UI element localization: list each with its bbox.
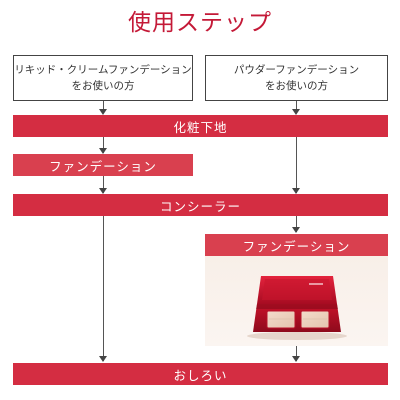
step-powder-bar: おしろい bbox=[13, 363, 388, 385]
start-box-powder-line1: パウダーファンデーション bbox=[233, 64, 360, 76]
arrow-down-icon bbox=[292, 356, 300, 362]
compact-powder-icon bbox=[205, 256, 388, 346]
connector-line-left-2 bbox=[103, 137, 104, 153]
arrow-down-icon bbox=[99, 356, 107, 362]
start-box-liquid-cream: リキッド・クリームファンデーション をお使いの方 bbox=[13, 55, 193, 101]
connector-line-right-3 bbox=[296, 216, 297, 232]
step-primer-label: 化粧下地 bbox=[173, 119, 228, 135]
start-box-powder-line2: をお使いの方 bbox=[265, 80, 328, 92]
start-box-liquid-cream-line2: をお使いの方 bbox=[71, 80, 135, 92]
arrow-down-icon bbox=[99, 148, 107, 154]
connector-line-left-1 bbox=[103, 101, 104, 113]
start-box-liquid-cream-line1: リキッド・クリームファンデーション bbox=[14, 64, 192, 76]
step-right-foundation-label: ファンデーション bbox=[242, 238, 351, 254]
product-image-panel bbox=[205, 256, 388, 346]
connector-line-right-1 bbox=[296, 101, 297, 113]
connector-line-right-4 bbox=[296, 346, 297, 361]
step-right-foundation-bar: ファンデーション bbox=[205, 234, 388, 256]
step-concealer-bar: コンシーラー bbox=[13, 194, 388, 216]
step-left-foundation-label: ファンデーション bbox=[49, 158, 157, 174]
arrow-down-icon bbox=[99, 109, 107, 115]
connector-line-right-2 bbox=[296, 137, 297, 193]
connector-line-left-4 bbox=[103, 216, 104, 361]
step-left-foundation-bar: ファンデーション bbox=[13, 154, 193, 176]
arrow-down-icon bbox=[292, 109, 300, 115]
step-primer-bar: 化粧下地 bbox=[13, 115, 388, 137]
start-box-powder: パウダーファンデーション をお使いの方 bbox=[205, 55, 388, 101]
connector-line-left-3 bbox=[103, 176, 104, 193]
arrow-down-icon bbox=[99, 188, 107, 194]
step-powder-label: おしろい bbox=[173, 367, 228, 383]
step-concealer-label: コンシーラー bbox=[159, 198, 241, 214]
arrow-down-icon bbox=[292, 188, 300, 194]
arrow-down-icon bbox=[292, 227, 300, 233]
page-title: 使用ステップ bbox=[128, 10, 272, 36]
